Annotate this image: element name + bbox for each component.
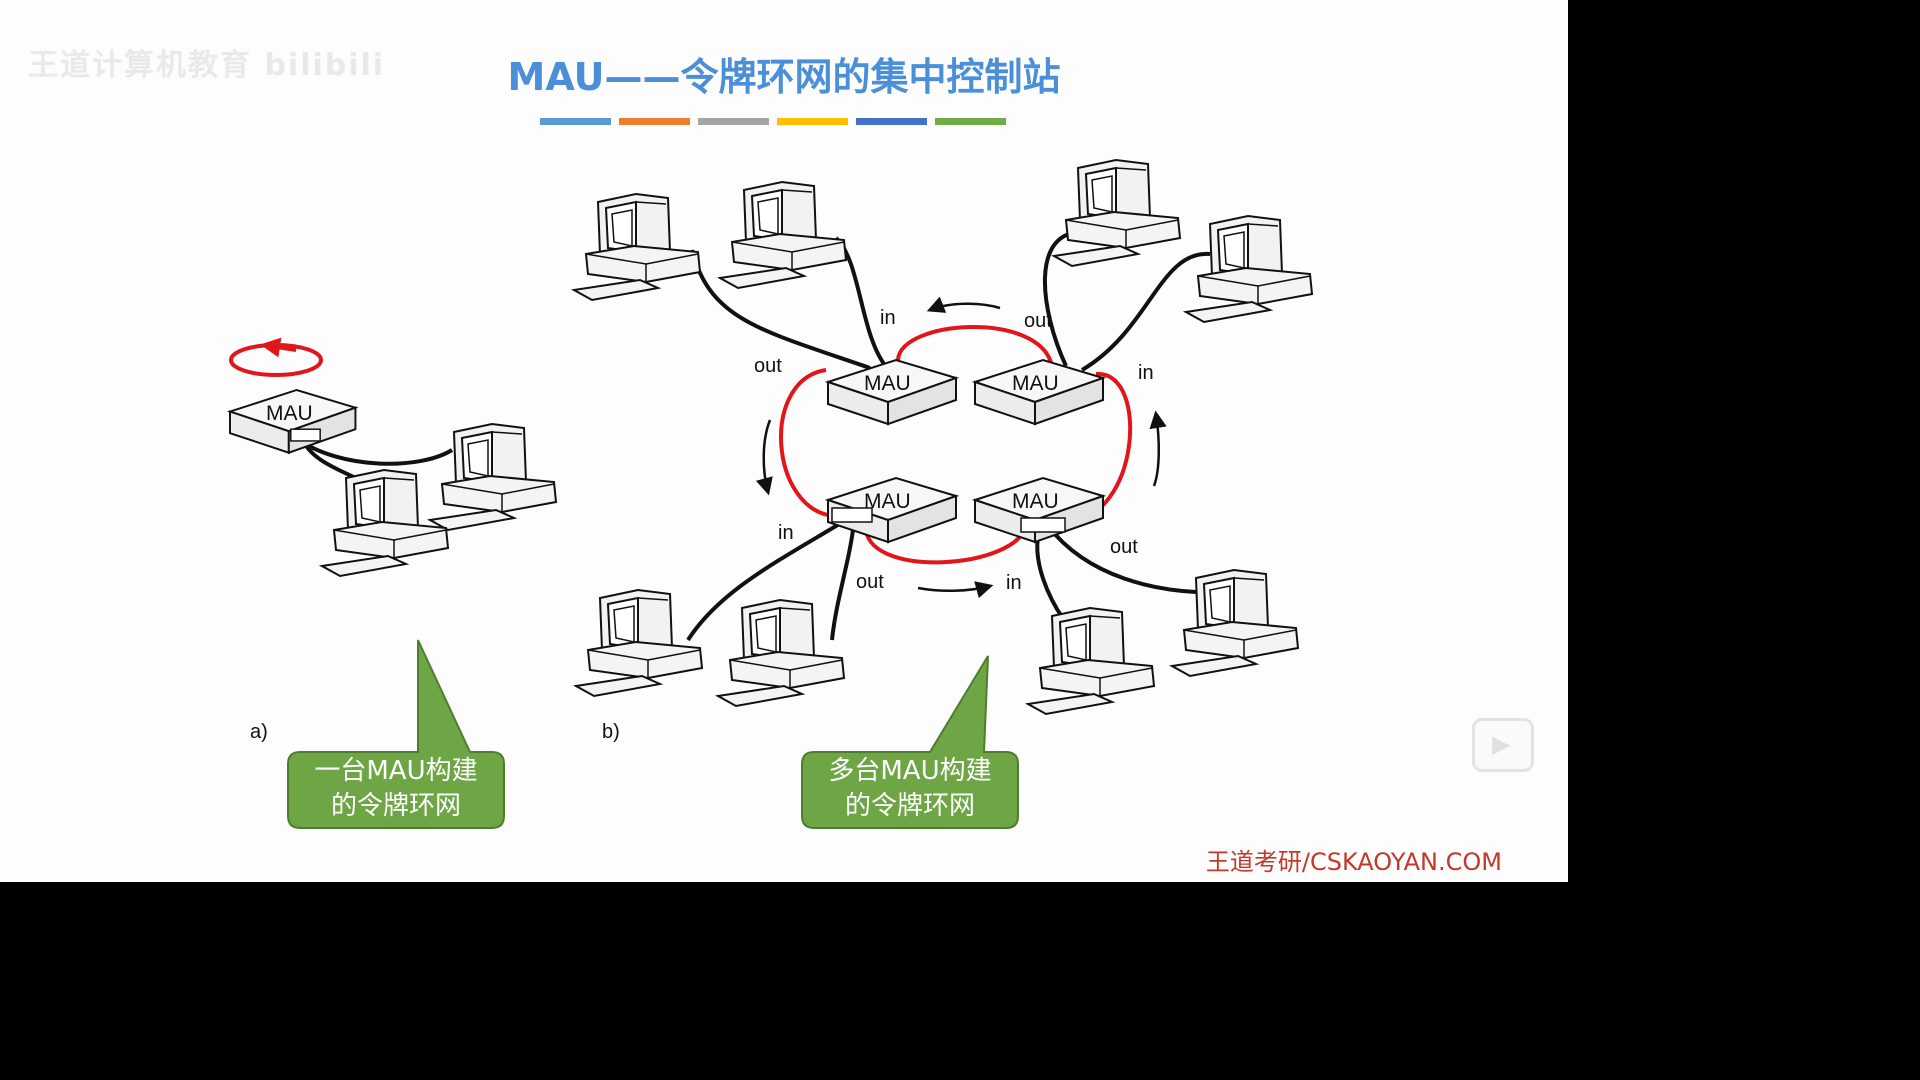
play-badge[interactable]: ▶	[1472, 718, 1534, 772]
diagram-a-label: a)	[250, 721, 268, 743]
play-icon: ▶	[1492, 730, 1511, 758]
port-label: out	[1024, 310, 1052, 332]
mau-a-label: MAU	[266, 402, 313, 425]
computer-icon	[1027, 607, 1155, 715]
cable	[686, 518, 848, 642]
mau-tr-label: MAU	[1012, 372, 1059, 395]
color-bar	[540, 118, 1006, 125]
callout-multi-line2: 的令牌环网	[844, 791, 975, 821]
flow-arrow-icon	[755, 419, 773, 496]
cable	[690, 249, 871, 370]
cable	[294, 436, 454, 466]
computer-icon	[1185, 215, 1313, 323]
computer-icon	[429, 423, 557, 531]
mau-bottom-left	[827, 477, 957, 543]
watermark: 王道计算机教育 bilibili	[28, 48, 386, 83]
flow-arrow-icon	[917, 581, 994, 599]
mau-br-label: MAU	[1012, 490, 1059, 513]
ring-cable	[896, 325, 1054, 367]
computer-icon	[719, 181, 847, 289]
slide: 王道计算机教育 bilibili MAU——令牌环网的集中控制站	[0, 0, 1568, 882]
callout-single-line1: 一台MAU构建	[314, 756, 478, 786]
color-bar-segment-3	[698, 118, 769, 125]
callout-multi	[801, 655, 1019, 829]
port-label: out	[856, 571, 884, 593]
slide-title: MAU——令牌环网的集中控制站	[507, 55, 1061, 99]
flow-arrow-icon	[926, 296, 1001, 313]
computer-icon	[1053, 159, 1181, 267]
cable	[830, 521, 856, 641]
diagram-b-label: b)	[602, 721, 620, 743]
diagram-b: MAU MAU MAU MAU out in out in in out in …	[573, 159, 1313, 743]
port-label: in	[880, 307, 896, 329]
port-label: in	[1138, 362, 1154, 384]
color-bar-segment-1	[540, 118, 611, 125]
flow-arrow-icon	[1149, 410, 1167, 487]
callout-multi-line1: 多台MAU构建	[828, 756, 992, 786]
callout-single-line2: 的令牌环网	[330, 791, 461, 821]
ring-indicator	[229, 343, 323, 377]
computer-icon	[321, 469, 449, 577]
ring-cable	[863, 523, 1028, 565]
callout-single	[287, 639, 505, 829]
footer-source: 王道考研/CSKAOYAN.COM	[1205, 848, 1502, 876]
port-label: in	[778, 522, 794, 544]
computer-icon	[573, 193, 701, 301]
port-label: out	[1110, 536, 1138, 558]
color-bar-segment-6	[935, 118, 1006, 125]
port-label: out	[754, 355, 782, 377]
mau-a	[229, 389, 357, 454]
port-label: in	[1006, 572, 1022, 594]
mau-tl-label: MAU	[864, 372, 911, 395]
callout-multi-text: 多台MAU构建 的令牌环网	[802, 754, 1018, 824]
color-bar-segment-5	[856, 118, 927, 125]
computer-icon	[717, 599, 845, 707]
cable	[1046, 524, 1197, 594]
ring-arrow-icon	[260, 337, 297, 358]
diagram-a: MAU a)	[229, 337, 557, 743]
cable	[1080, 251, 1211, 372]
color-bar-segment-2	[619, 118, 690, 125]
mau-bottom-right	[974, 477, 1104, 543]
computer-icon	[1171, 569, 1299, 677]
ring-cable	[779, 368, 835, 518]
callout-single-text: 一台MAU构建 的令牌环网	[288, 754, 504, 824]
computer-icon	[575, 589, 703, 697]
color-bar-segment-4	[777, 118, 848, 125]
mau-bl-label: MAU	[864, 490, 911, 513]
network-diagram: MAU a)	[229, 159, 1313, 829]
